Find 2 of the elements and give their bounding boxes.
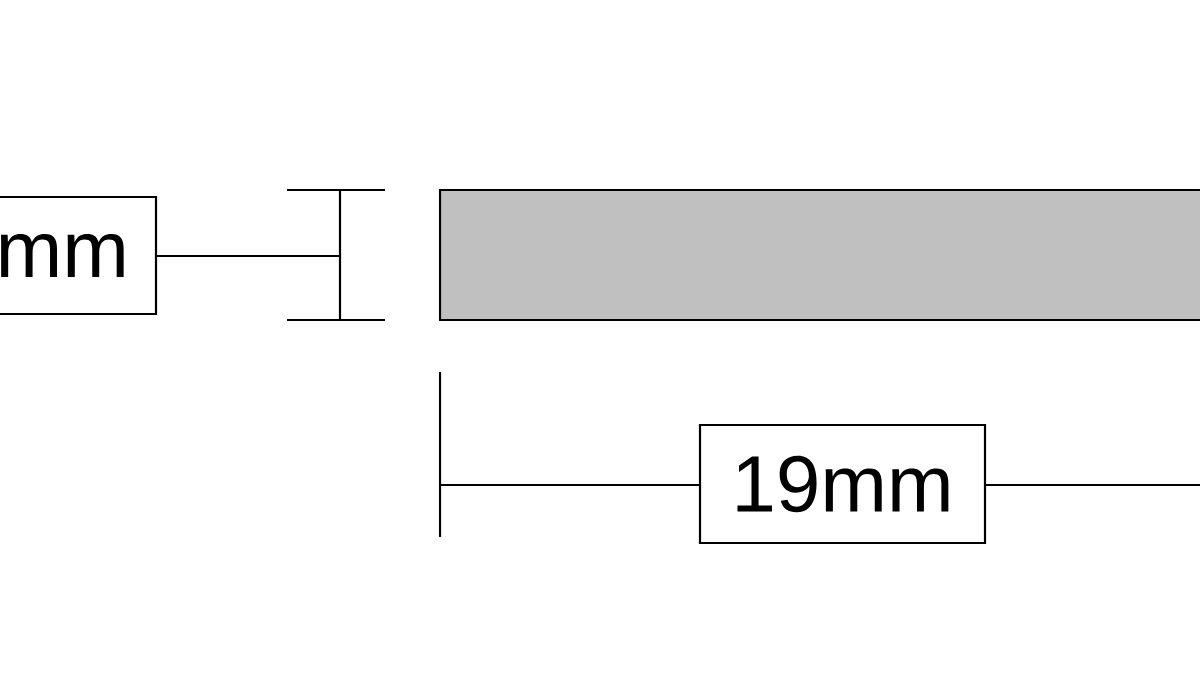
dimension-label: mm — [0, 195, 158, 316]
dimension-label: 19mm — [698, 423, 987, 545]
